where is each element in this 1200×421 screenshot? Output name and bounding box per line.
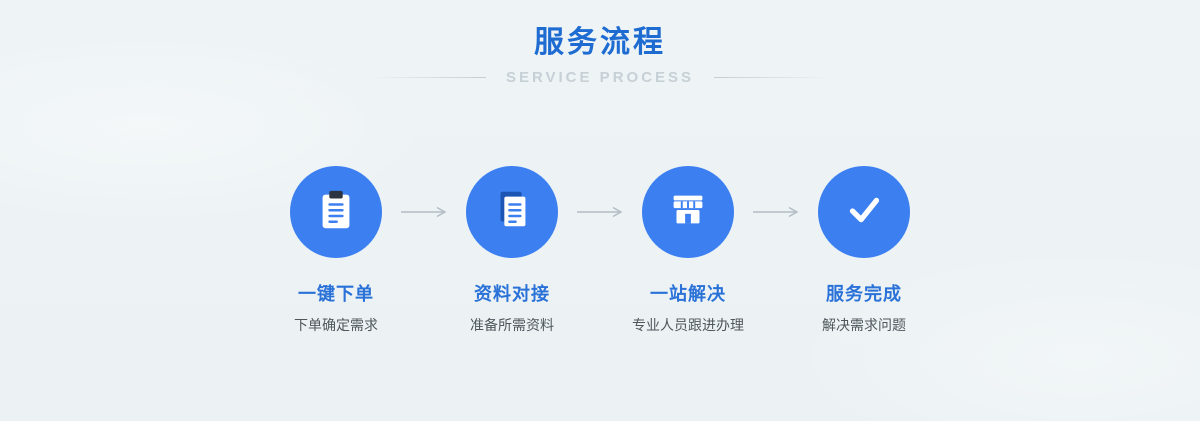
step-one-key-order: 一键下单 下单确定需求 <box>271 166 401 335</box>
page-title: 服务流程 <box>534 26 666 59</box>
step-circle <box>818 166 910 258</box>
step-label: 一站解决 <box>650 284 726 304</box>
arrow-right-icon <box>401 206 447 218</box>
documents-icon <box>489 187 535 238</box>
step-label: 资料对接 <box>474 284 550 304</box>
step-label: 服务完成 <box>826 284 902 304</box>
step-circle <box>466 166 558 258</box>
process-steps: 一键下单 下单确定需求 <box>0 166 1200 335</box>
step-desc: 专业人员跟进办理 <box>632 317 744 333</box>
arrow-right-icon <box>577 206 623 218</box>
step-desc: 下单确定需求 <box>294 317 378 333</box>
subtitle-row: SERVICE PROCESS <box>0 69 1200 86</box>
section-header: 服务流程 SERVICE PROCESS <box>0 0 1200 86</box>
step-desc: 解决需求问题 <box>822 317 906 333</box>
check-icon <box>841 187 887 238</box>
arrow-right-icon <box>753 206 799 218</box>
storefront-icon <box>665 187 711 238</box>
step-desc: 准备所需资料 <box>470 317 554 333</box>
step-circle <box>642 166 734 258</box>
step-one-stop-solution: 一站解决 专业人员跟进办理 <box>623 166 753 335</box>
divider-line-right <box>714 77 833 78</box>
divider-line-left <box>367 77 486 78</box>
step-data-handover: 资料对接 准备所需资料 <box>447 166 577 335</box>
clipboard-order-icon <box>313 187 359 238</box>
step-service-complete: 服务完成 解决需求问题 <box>799 166 929 335</box>
step-circle <box>290 166 382 258</box>
page-subtitle: SERVICE PROCESS <box>505 69 695 86</box>
step-label: 一键下单 <box>298 284 374 304</box>
